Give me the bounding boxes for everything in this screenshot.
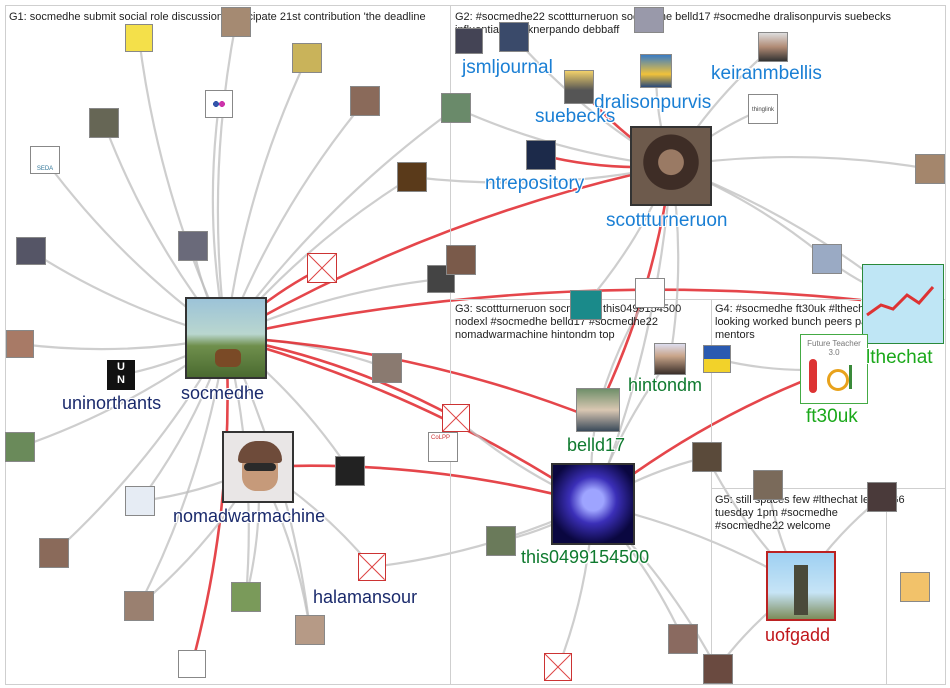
node-user[interactable] bbox=[6, 330, 34, 358]
node-ntrepository[interactable] bbox=[526, 140, 556, 170]
label-nomadwarmachine: nomadwarmachine bbox=[173, 506, 326, 526]
node-user[interactable] bbox=[867, 482, 897, 512]
thermometer-icon bbox=[809, 359, 817, 393]
label-this0499154500: this0499154500 bbox=[521, 547, 650, 567]
signpost-icon bbox=[849, 365, 866, 389]
node-jsmljournal[interactable] bbox=[499, 22, 529, 52]
dots-icon bbox=[213, 101, 225, 107]
node-user[interactable] bbox=[570, 290, 602, 320]
avatar-glasses bbox=[244, 463, 276, 471]
node-ft30uk[interactable]: Future Teacher 3.0 bbox=[800, 334, 868, 404]
node-dralisonpurvis[interactable] bbox=[640, 54, 672, 88]
node-user[interactable] bbox=[446, 245, 476, 275]
node-user[interactable] bbox=[89, 108, 119, 138]
node-halamansour[interactable] bbox=[358, 553, 386, 581]
node-user[interactable] bbox=[178, 231, 208, 261]
label-suebecks: suebecks bbox=[535, 106, 616, 127]
node-user[interactable] bbox=[812, 244, 842, 274]
node-user[interactable] bbox=[125, 486, 155, 516]
edge bbox=[225, 288, 862, 339]
compass-icon bbox=[827, 369, 849, 391]
node-user[interactable] bbox=[16, 237, 46, 265]
node-user[interactable] bbox=[703, 345, 731, 373]
label-keiranmbellis: keiranmbellis bbox=[711, 63, 822, 84]
cow-silhouette bbox=[215, 349, 241, 367]
label-scottturneruon: scottturneruon bbox=[606, 210, 728, 231]
node-user[interactable] bbox=[221, 7, 251, 37]
node-cpp[interactable]: CoLPP bbox=[428, 432, 458, 462]
node-user[interactable] bbox=[692, 442, 722, 472]
group-title-g1: G1: socmedhe submit social role discussi… bbox=[9, 11, 426, 23]
node-user[interactable] bbox=[205, 90, 233, 118]
label-lthechat: lthechat bbox=[866, 347, 933, 368]
node-user[interactable] bbox=[900, 572, 930, 602]
label-socmedhe: socmedhe bbox=[181, 383, 265, 403]
node-scottturneruon[interactable] bbox=[630, 126, 712, 206]
seda-text: SEDA bbox=[36, 166, 54, 172]
group-title-g3: G3: scottturneruon socmedhe this04991545… bbox=[455, 303, 682, 341]
node-missing-avatar[interactable] bbox=[307, 253, 337, 283]
edge bbox=[225, 335, 594, 420]
node-user[interactable] bbox=[635, 278, 665, 308]
node-seda[interactable]: SEDA bbox=[30, 146, 60, 174]
label-halamansour: halamansour bbox=[313, 587, 418, 607]
node-user[interactable] bbox=[372, 353, 402, 383]
node-socmedhe[interactable] bbox=[185, 297, 267, 379]
node-nomadwarmachine[interactable] bbox=[222, 431, 294, 503]
label-jsmljournal: jsmljournal bbox=[462, 57, 553, 78]
node-suebecks[interactable] bbox=[564, 70, 594, 104]
label-hintondm: hintondm bbox=[628, 375, 703, 395]
node-belld17[interactable] bbox=[576, 388, 620, 432]
node-user[interactable] bbox=[292, 43, 322, 73]
node-uofgadd[interactable] bbox=[766, 551, 836, 621]
node-keiranmbellis[interactable] bbox=[758, 32, 788, 62]
node-user[interactable] bbox=[350, 86, 380, 116]
lthechat-logo bbox=[866, 286, 935, 317]
thinglink-text: thinglink bbox=[751, 107, 774, 113]
ft30uk-card-text: Future Teacher 3.0 bbox=[807, 339, 861, 357]
node-user[interactable] bbox=[703, 654, 733, 684]
node-user[interactable] bbox=[335, 456, 365, 486]
node-hintondm[interactable] bbox=[654, 343, 686, 375]
edge bbox=[225, 164, 672, 339]
node-user[interactable] bbox=[753, 470, 783, 500]
label-uninorthants: uninorthants bbox=[62, 393, 162, 413]
node-user[interactable] bbox=[441, 93, 471, 123]
group-box-g6 bbox=[886, 488, 946, 685]
node-user[interactable] bbox=[397, 162, 427, 192]
node-user[interactable] bbox=[668, 624, 698, 654]
node-user[interactable] bbox=[178, 650, 206, 678]
group-title-g5: G5: still spaces few #lthechat left tues… bbox=[715, 494, 876, 532]
edge bbox=[257, 464, 594, 506]
label-ntrepository: ntrepository bbox=[485, 173, 585, 194]
avatar-hair bbox=[238, 441, 282, 463]
node-thinglink[interactable]: thinglink bbox=[748, 94, 778, 124]
node-user[interactable] bbox=[455, 28, 483, 54]
edge bbox=[225, 335, 594, 506]
node-missing-avatar[interactable] bbox=[442, 404, 470, 432]
node-user[interactable] bbox=[125, 24, 153, 52]
label-uofgadd: uofgadd bbox=[765, 625, 831, 645]
node-missing-avatar[interactable] bbox=[544, 653, 572, 681]
node-user[interactable] bbox=[486, 526, 516, 556]
label-ft30uk: ft30uk bbox=[806, 406, 858, 427]
node-lthechat[interactable] bbox=[862, 264, 944, 344]
statue-shape bbox=[794, 565, 808, 615]
node-user[interactable] bbox=[634, 7, 664, 33]
node-user[interactable] bbox=[124, 591, 154, 621]
node-this0499154500[interactable] bbox=[551, 463, 635, 545]
edge bbox=[216, 21, 238, 338]
group-title-g2: G2: #socmedhe22 scottturneruon socmedhe … bbox=[455, 11, 891, 36]
node-user[interactable] bbox=[231, 582, 261, 612]
node-user[interactable] bbox=[39, 538, 69, 568]
node-user[interactable] bbox=[915, 154, 945, 184]
node-user[interactable] bbox=[295, 615, 325, 645]
node-user[interactable] bbox=[5, 432, 35, 462]
label-dralisonpurvis: dralisonpurvis bbox=[594, 92, 712, 113]
cpp-text: CoLPP bbox=[431, 435, 451, 441]
label-belld17: belld17 bbox=[567, 435, 626, 455]
